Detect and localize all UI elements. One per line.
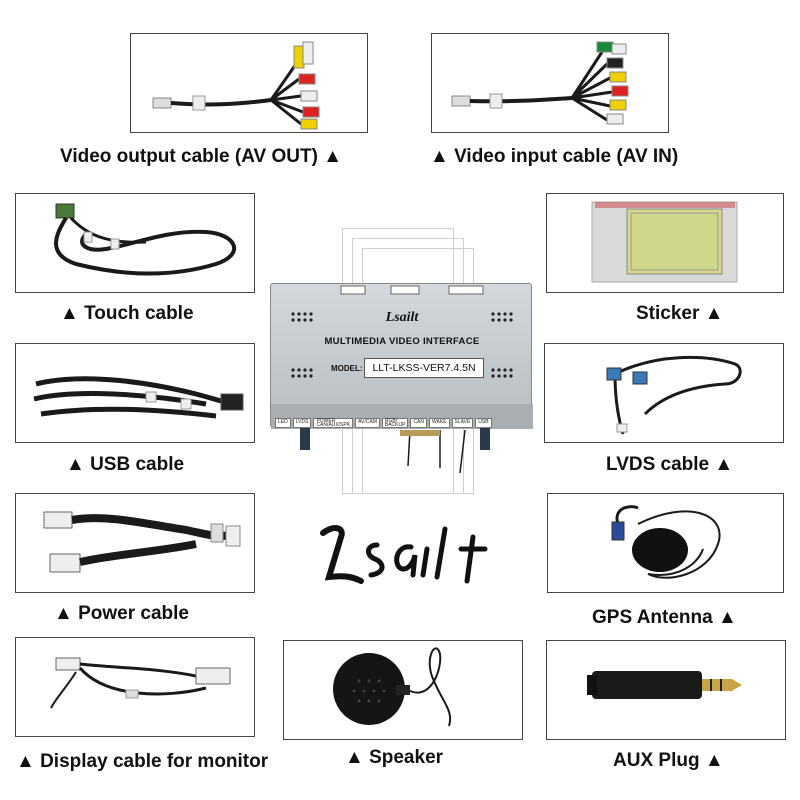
device-model-label: MODEL: xyxy=(331,364,363,373)
power-cable-caption: ▲ Power cable xyxy=(54,603,189,624)
video-output-cable-caption: Video output cable (AV OUT) ▲ xyxy=(60,146,342,167)
display-cable-caption: ▲ Display cable for monitor xyxy=(16,751,269,772)
usb-cable-photo xyxy=(15,343,255,443)
port-label: CAN xyxy=(410,418,427,428)
sticker-photo xyxy=(546,193,784,293)
lsailt-logo xyxy=(315,515,495,595)
device-brand: Lsailt xyxy=(385,310,419,325)
lvds-cable-caption: LVDS cable ▲ xyxy=(606,454,734,475)
video-input-cable-photo xyxy=(431,33,669,133)
sticker-caption: Sticker ▲ xyxy=(636,303,724,324)
touch-cable-photo xyxy=(15,193,255,293)
power-cable-photo xyxy=(15,493,255,593)
aux-plug-photo xyxy=(546,640,786,740)
gps-antenna-photo xyxy=(547,493,784,593)
device-port-row: LED LVDS POWER CAN/AUX/SPK AV/CAM RGB/ B… xyxy=(275,418,529,428)
port-label: LVDS xyxy=(292,418,312,428)
port-label: RGB/ BACKUP xyxy=(381,418,409,428)
gps-antenna-caption: GPS Antenna ▲ xyxy=(592,607,737,628)
port-label: AV/CAM xyxy=(355,418,380,428)
video-input-cable-caption: ▲ Video input cable (AV IN) xyxy=(430,146,679,167)
lvds-cable-photo xyxy=(544,343,784,443)
aux-plug-caption: AUX Plug ▲ xyxy=(613,750,724,771)
usb-cable-caption: ▲ USB cable xyxy=(66,454,185,475)
device-model-value: LLT-LKSS-VER7.4.5N xyxy=(364,358,484,378)
multimedia-interface-box: Lsailt MULTIMEDIA VIDEO INTERFACE MODEL:… xyxy=(270,283,533,429)
speaker-photo xyxy=(283,640,523,740)
video-output-cable-photo xyxy=(130,33,368,133)
port-label: POWER CAN/AUX/SPK xyxy=(313,418,354,428)
touch-cable-caption: ▲ Touch cable xyxy=(60,303,194,324)
port-label: LED xyxy=(275,418,291,428)
port-label: SLAVE xyxy=(451,418,474,428)
device-title: MULTIMEDIA VIDEO INTERFACE xyxy=(324,336,480,347)
speaker-caption: ▲ Speaker xyxy=(345,747,444,768)
device-connectors xyxy=(300,428,490,474)
display-cable-photo xyxy=(15,637,255,737)
port-label: WAKE xyxy=(429,418,450,428)
port-label: USB xyxy=(475,418,492,428)
